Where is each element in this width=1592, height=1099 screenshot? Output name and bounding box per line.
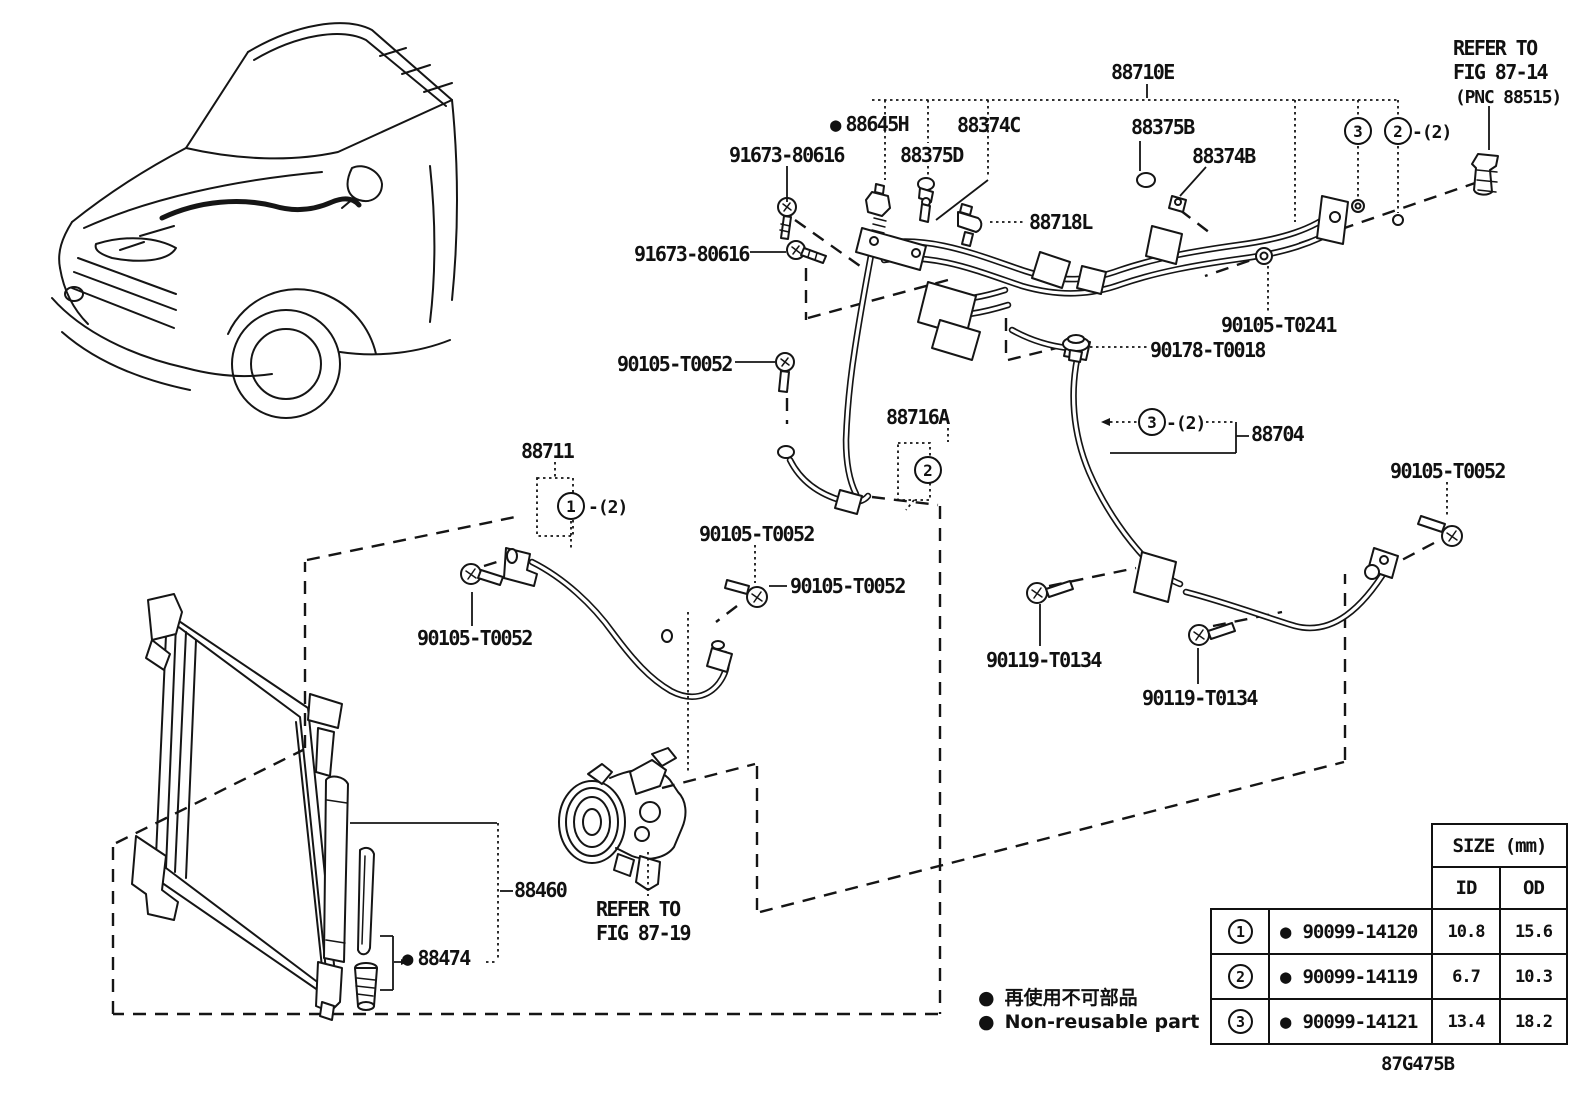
compressor (558, 747, 687, 891)
clamp-88374b (1168, 195, 1187, 213)
table-row-od: 18.2 (1499, 998, 1568, 1045)
table-row-part[interactable]: ●90099-14120 (1268, 908, 1433, 955)
ref-circle-2-table: 2 (1227, 964, 1253, 989)
callout-90105-t0052-a[interactable]: 90105-T0052 (617, 352, 733, 376)
table-row-od: 10.3 (1499, 953, 1568, 1000)
legend-jp: ●再使用不可部品 (978, 987, 1138, 1009)
cooler-pipe-assembly-88710e (842, 195, 1349, 498)
table-row-part[interactable]: ●90099-14119 (1268, 953, 1433, 1000)
callout-90105-t0241[interactable]: 90105-T0241 (1221, 313, 1337, 337)
refer-fig-87-14-line2: FIG 87-14 (1453, 60, 1549, 84)
non-reusable-dot-icon: ● (1280, 1010, 1292, 1033)
refer-fig-87-14-line1: REFER TO (1453, 36, 1538, 60)
screw-90119-1 (1026, 580, 1074, 604)
vehicle-sketch (51, 22, 458, 419)
callout-90105-t0052-b[interactable]: 90105-T0052 (1390, 459, 1506, 483)
refer-fig-87-14-line3: (PNC 88515) (1455, 87, 1562, 108)
callout-88711[interactable]: 88711 (521, 439, 575, 463)
non-reusable-dot-icon: ● (402, 948, 414, 970)
figure-code: 87G475B (1381, 1053, 1455, 1075)
screw-90105-b (1417, 515, 1463, 547)
table-row-ref: 3 (1210, 998, 1270, 1045)
callout-90119-t0134-a[interactable]: 90119-T0134 (986, 648, 1102, 672)
qty-1: -(2) (588, 497, 628, 518)
screw-91673-1 (777, 197, 797, 240)
callout-88374b[interactable]: 88374B (1192, 144, 1256, 168)
table-row-ref: 1 (1210, 908, 1270, 955)
callout-88716a[interactable]: 88716A (886, 405, 950, 429)
liquid-hose-88711 (503, 547, 733, 700)
callout-88710e[interactable]: 88710E (1111, 60, 1175, 84)
legend: ●再使用不可部品 ●Non-reusable part (978, 986, 1199, 1034)
non-reusable-dot-icon: ● (1280, 920, 1292, 943)
filter-88474 (354, 962, 378, 1011)
qty-3: -(2) (1166, 413, 1206, 434)
screw-91673-2 (786, 240, 827, 264)
grommet-88375b (1136, 172, 1156, 188)
size-table-title: SIZE (mm) (1431, 823, 1568, 868)
callout-90105-t0052-c[interactable]: 90105-T0052 (699, 522, 815, 546)
callout-88375b[interactable]: 88375B (1131, 115, 1195, 139)
fastener-screws (460, 197, 1463, 646)
table-row-id: 10.8 (1431, 908, 1501, 955)
ref-circle-1-table: 1 (1227, 919, 1253, 944)
callout-90105-t0052-d[interactable]: 90105-T0052 (790, 574, 906, 598)
table-row-ref: 2 (1210, 953, 1270, 1000)
callout-90119-t0134-b[interactable]: 90119-T0134 (1142, 686, 1258, 710)
callout-91673-80616-a[interactable]: 91673-80616 (729, 143, 845, 167)
size-table-col-od: OD (1499, 866, 1568, 910)
condenser-88460 (131, 593, 378, 1021)
callout-88704[interactable]: 88704 (1251, 422, 1305, 446)
grommet-90178 (1062, 334, 1090, 363)
bolt-90105t0241 (1255, 247, 1273, 265)
table-row-id: 6.7 (1431, 953, 1501, 1000)
receiver-drier (323, 775, 349, 963)
callout-90178-t0018[interactable]: 90178-T0018 (1150, 338, 1266, 362)
callout-88645h[interactable]: ●88645H (830, 112, 910, 136)
ref-circle-1[interactable]: 1 (557, 492, 585, 520)
qty-2-top: -(2) (1412, 122, 1452, 143)
liquid-pipe-88716a (777, 445, 872, 515)
sensor-88645h (865, 183, 891, 234)
side-seal (357, 846, 375, 956)
ref-circle-3-table: 3 (1227, 1009, 1253, 1034)
ref-circle-3-top[interactable]: 3 (1344, 117, 1372, 145)
size-table-col-id: ID (1431, 866, 1501, 910)
callout-91673-80616-b[interactable]: 91673-80616 (634, 242, 750, 266)
screw-90105-a (775, 352, 795, 393)
callout-88474[interactable]: ●88474 (402, 946, 471, 970)
callout-88375d[interactable]: 88375D (900, 143, 964, 167)
non-reusable-dot-icon: ● (978, 1011, 995, 1033)
refer-fig-87-19-line1: REFER TO (596, 897, 681, 921)
non-reusable-dot-icon: ● (830, 114, 842, 136)
damper-pnc88515 (1471, 153, 1499, 196)
table-row-od: 15.6 (1499, 908, 1568, 955)
screw-90105-c (724, 579, 768, 608)
ref-circle-2-mid[interactable]: 2 (914, 456, 942, 484)
size-table: SIZE (mm) ID OD 1 ●90099-14120 10.8 15.6… (1210, 823, 1570, 1045)
suction-hose-88704 (1063, 337, 1399, 632)
callout-88718l[interactable]: 88718L (1029, 210, 1093, 234)
screw-90119-2 (1188, 622, 1236, 646)
valve-core-88374c (919, 197, 931, 223)
non-reusable-dot-icon: ● (978, 987, 995, 1009)
callout-90105-t0052-e[interactable]: 90105-T0052 (417, 626, 533, 650)
screw-90105-e (460, 563, 504, 586)
refer-fig-87-19-line2: FIG 87-19 (596, 921, 692, 945)
legend-en: ●Non-reusable part (978, 1011, 1200, 1033)
oring-2 (1392, 214, 1404, 226)
callout-88374c[interactable]: 88374C (957, 113, 1021, 137)
oring-3 (1351, 199, 1365, 213)
ref-circle-3-mid[interactable]: 3 (1138, 408, 1166, 436)
callout-88460[interactable]: 88460 (514, 878, 568, 902)
service-valve-88718l (957, 203, 983, 247)
table-row-part[interactable]: ●90099-14121 (1268, 998, 1433, 1045)
ref-circle-2-top[interactable]: 2 (1384, 117, 1412, 145)
non-reusable-dot-icon: ● (1280, 965, 1292, 988)
table-row-id: 13.4 (1431, 998, 1501, 1045)
